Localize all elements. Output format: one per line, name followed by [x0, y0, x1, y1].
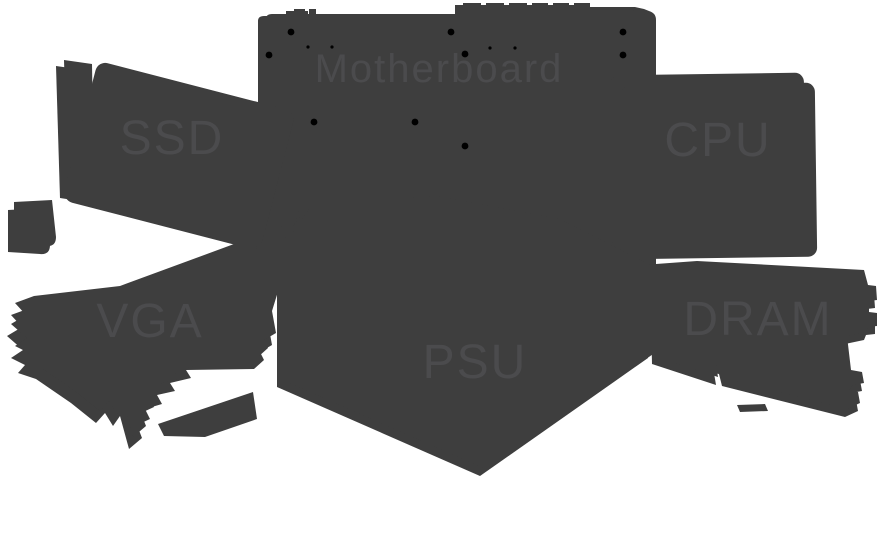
motherboard-label: Motherboard — [315, 47, 564, 91]
mounting-hole — [330, 45, 334, 49]
ssd-shape — [64, 62, 294, 248]
vga-silhouette: VGA — [7, 200, 299, 449]
dram-label: DRAM — [683, 293, 832, 346]
ssd-label: SSD — [120, 112, 225, 165]
mounting-hole — [619, 28, 627, 36]
mounting-hole — [461, 50, 469, 58]
mounting-hole — [265, 51, 273, 59]
dram-fingers-fragment — [737, 404, 768, 412]
dram-silhouette: DRAM — [650, 261, 877, 417]
cpu-silhouette: CPU — [610, 73, 818, 260]
psu-shape — [285, 196, 656, 470]
psu-label: PSU — [423, 336, 528, 389]
mounting-hole — [513, 46, 517, 50]
mounting-hole — [461, 142, 469, 150]
vga-fingers-fragment — [158, 392, 257, 437]
ssd-silhouette: SSD — [56, 60, 296, 251]
mounting-hole — [287, 28, 295, 36]
mounting-hole — [447, 28, 455, 36]
mounting-hole — [488, 46, 492, 50]
vga-shape — [11, 211, 299, 437]
psu-silhouette: PSU — [277, 196, 656, 476]
vga-bracket-fragment — [14, 200, 56, 247]
mounting-hole — [411, 118, 419, 126]
vga-label: VGA — [96, 295, 203, 348]
cpu-label: CPU — [664, 114, 771, 167]
mounting-hole — [619, 51, 627, 59]
mounting-hole — [306, 45, 310, 49]
cpu-shape — [620, 82, 818, 260]
mounting-hole — [310, 118, 318, 126]
dram-shape — [652, 261, 877, 409]
